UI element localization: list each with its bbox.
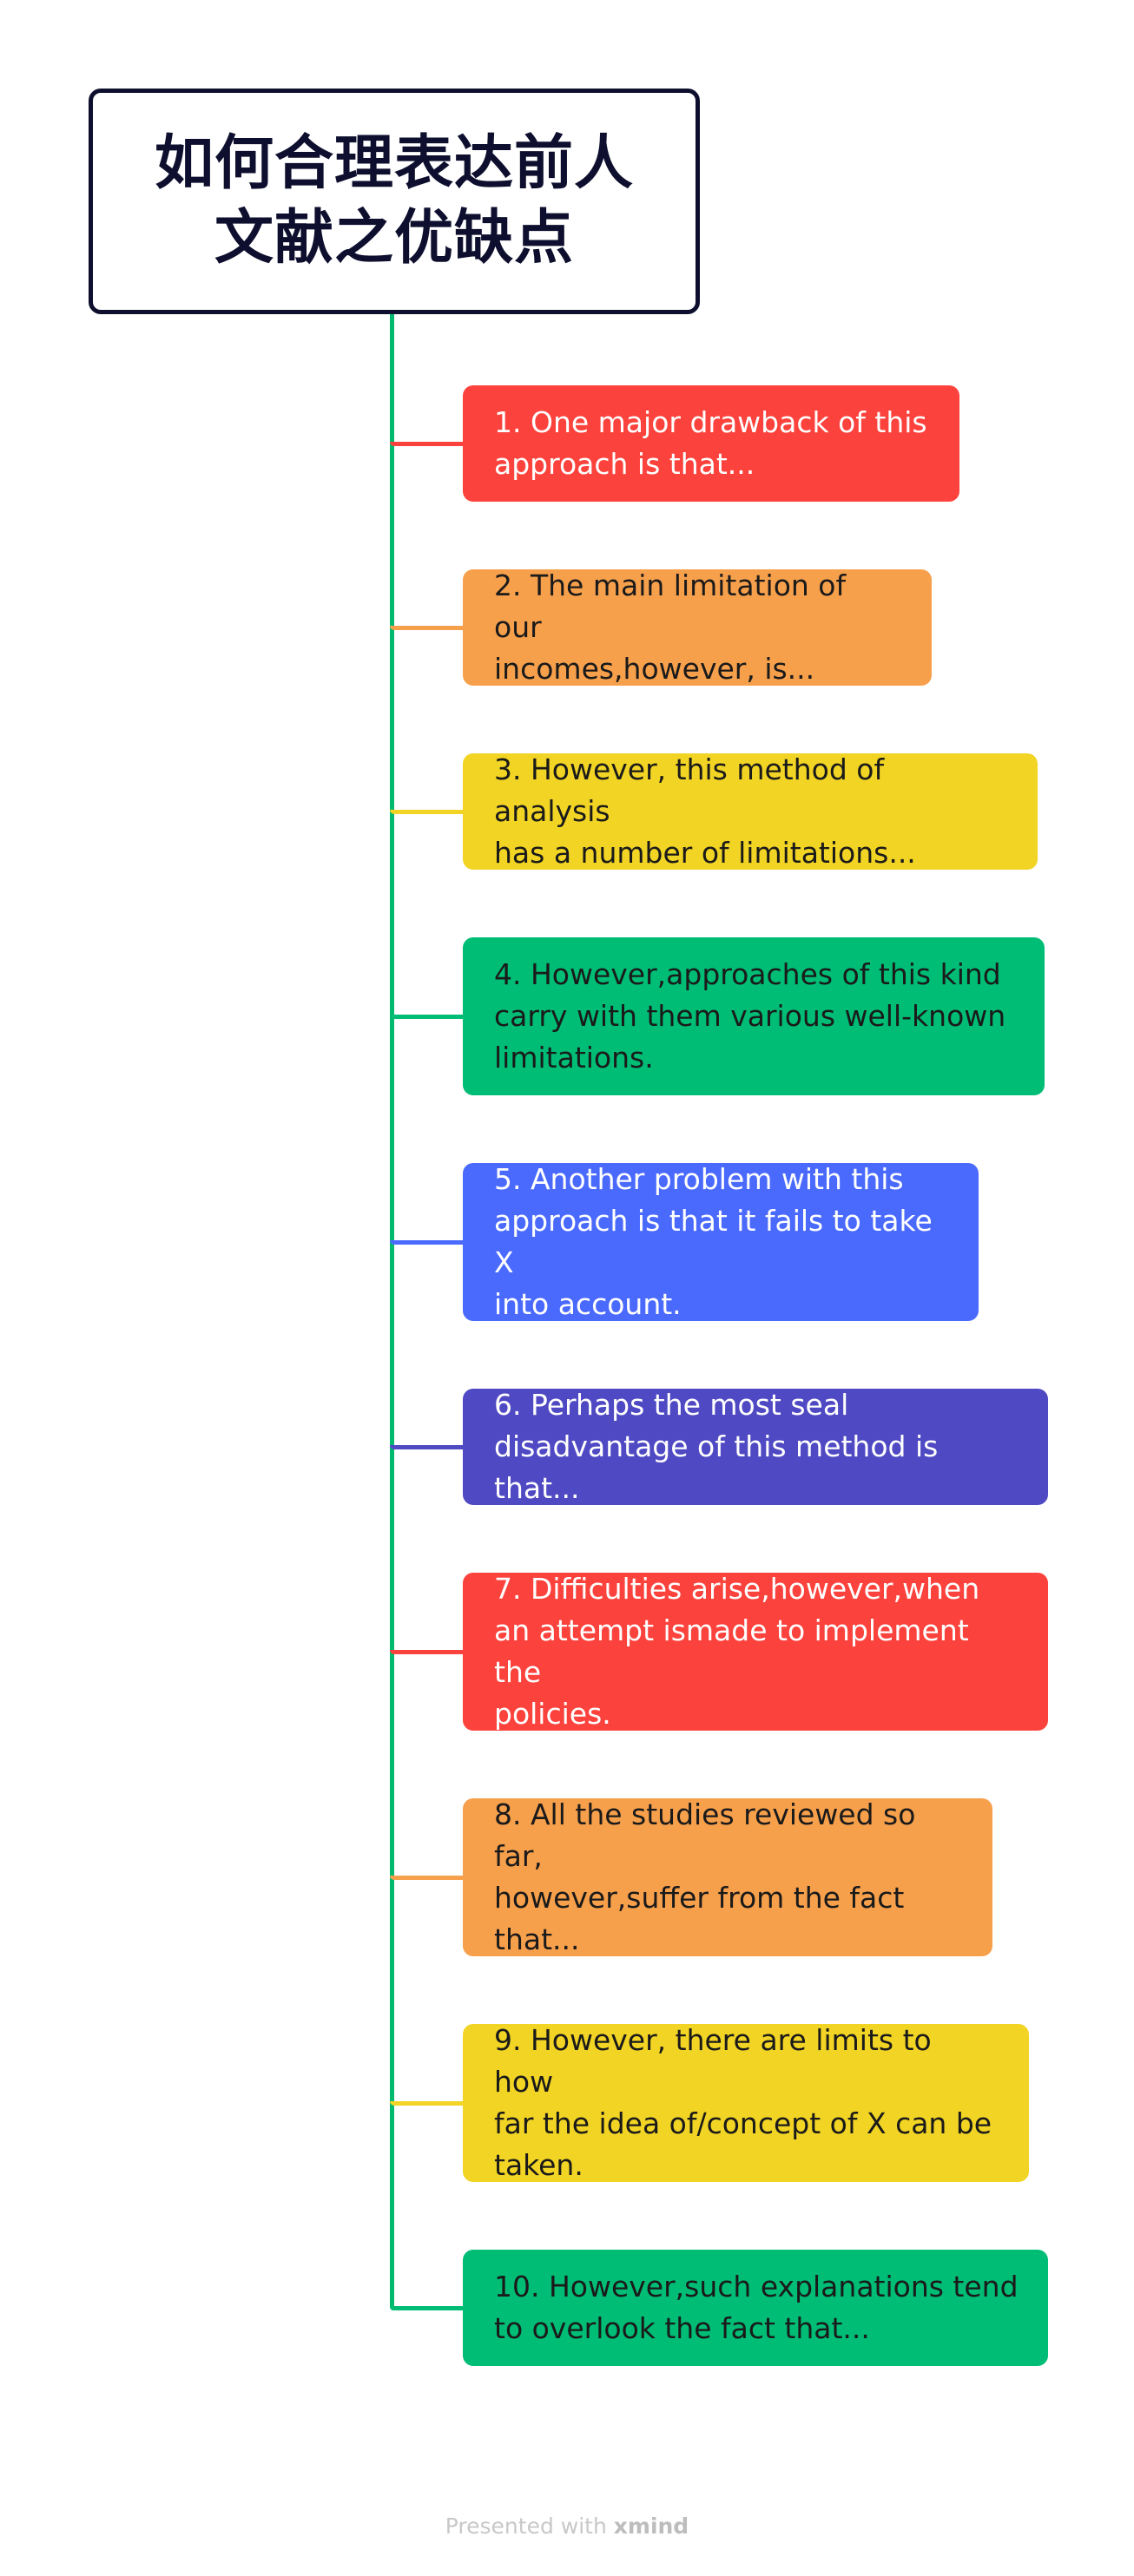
- subtopic-3[interactable]: 3. However, this method of analysis has …: [463, 752, 1038, 870]
- subtopic-text: 3. However, this method of analysis has …: [494, 752, 916, 870]
- subtopic-text: 7. Difficulties arise,however,when an at…: [494, 1572, 980, 1731]
- subtopic-10[interactable]: 10. However,such explanations tend to ov…: [463, 2250, 1048, 2366]
- root-connector-line: [390, 314, 394, 2310]
- xmind-logo: xmind: [613, 2514, 689, 2539]
- subtopic-text: 5. Another problem with this approach is…: [494, 1162, 933, 1321]
- branch-connector: [390, 1650, 463, 1654]
- subtopic-text: 4. However,approaches of this kind carry…: [494, 957, 1006, 1074]
- branch-connector: [390, 1876, 463, 1880]
- subtopic-text: 1. One major drawback of this approach i…: [494, 405, 927, 481]
- subtopic-text: 2. The main limitation of our incomes,ho…: [494, 568, 847, 686]
- subtopic-text: 9. However, there are limits to how far …: [494, 2023, 992, 2182]
- central-topic[interactable]: 如何合理表达前人 文献之优缺点: [89, 89, 700, 314]
- branch-connector: [390, 2101, 463, 2106]
- branch-connector: [390, 626, 463, 630]
- subtopic-2[interactable]: 2. The main limitation of our incomes,ho…: [463, 568, 932, 686]
- footer-credit: Presented with xmind: [0, 2514, 1134, 2539]
- subtopic-4[interactable]: 4. However,approaches of this kind carry…: [463, 937, 1045, 1095]
- subtopic-text: 6. Perhaps the most seal disadvantage of…: [494, 1388, 939, 1505]
- subtopic-text: 10. However,such explanations tend to ov…: [494, 2270, 1019, 2345]
- branch-connector: [390, 810, 463, 814]
- subtopic-9[interactable]: 9. However, there are limits to how far …: [463, 2023, 1029, 2182]
- central-topic-title: 如何合理表达前人 文献之优缺点: [154, 129, 634, 273]
- branch-connector: [390, 1240, 463, 1245]
- subtopic-7[interactable]: 7. Difficulties arise,however,when an at…: [463, 1572, 1048, 1731]
- branch-connector: [390, 1015, 463, 1019]
- branch-connector: [390, 442, 463, 446]
- branch-connector: [390, 1445, 463, 1449]
- subtopic-text: 8. All the studies reviewed so far, howe…: [494, 1797, 916, 1956]
- subtopic-6[interactable]: 6. Perhaps the most seal disadvantage of…: [463, 1388, 1048, 1505]
- subtopic-5[interactable]: 5. Another problem with this approach is…: [463, 1162, 979, 1321]
- footer-prefix: Presented with: [445, 2514, 614, 2539]
- branch-connector: [390, 2306, 463, 2310]
- subtopic-1[interactable]: 1. One major drawback of this approach i…: [463, 385, 959, 502]
- subtopic-8[interactable]: 8. All the studies reviewed so far, howe…: [463, 1797, 992, 1956]
